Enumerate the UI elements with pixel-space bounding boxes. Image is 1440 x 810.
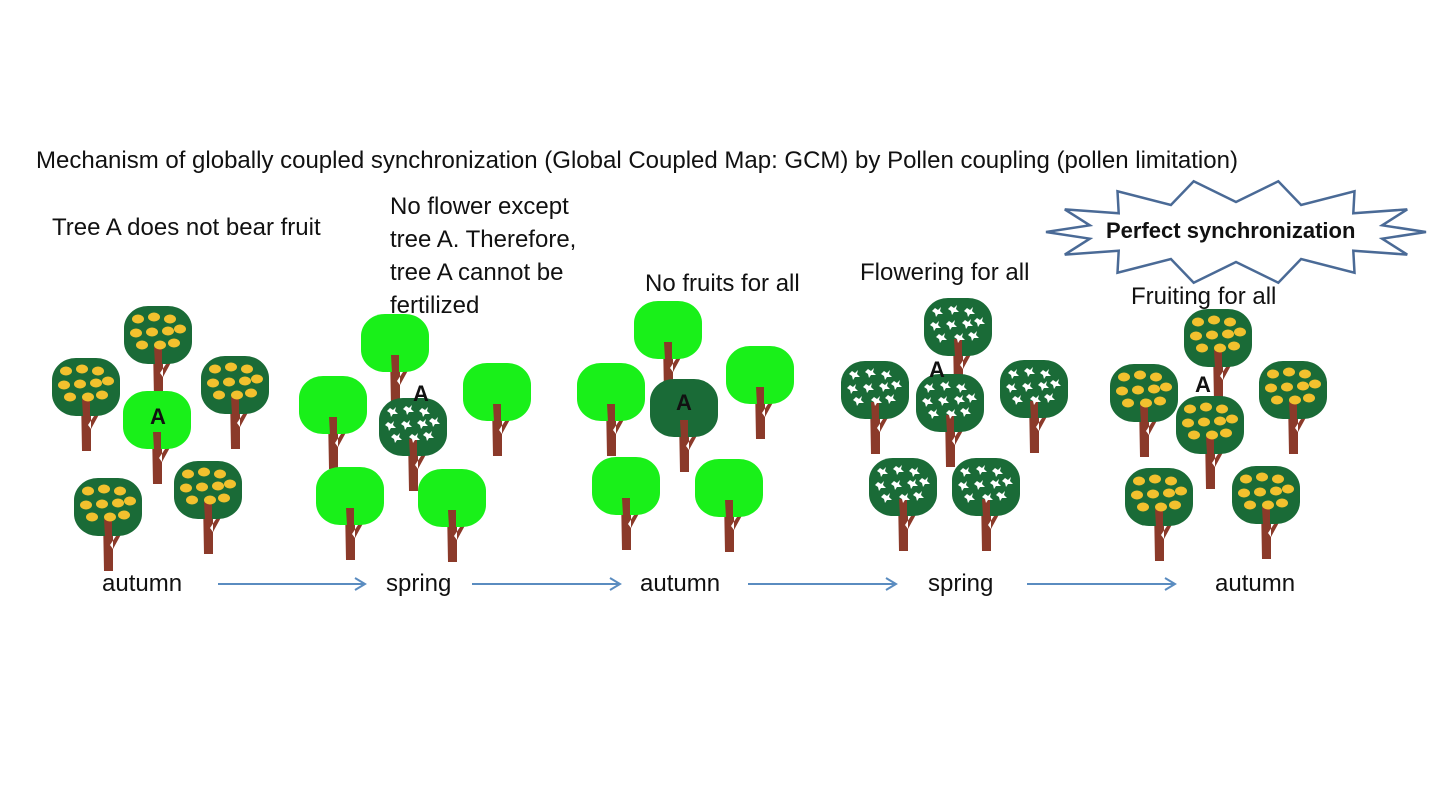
arrow-right-icon: [218, 577, 367, 591]
bare-tree-icon: A: [123, 391, 191, 484]
apple-tree-icon: [201, 356, 269, 449]
apple-tree-icon: [52, 358, 120, 451]
bare-tree-icon: [726, 346, 794, 439]
apple-tree-icon: [1184, 309, 1252, 402]
apple-tree-icon: A: [1176, 372, 1244, 489]
apple-tree-icon: [1259, 361, 1327, 454]
bare-tree-icon: [361, 314, 429, 407]
starburst-icon: [1045, 179, 1427, 285]
arrow-right-icon: [748, 577, 898, 591]
stage-1-caption: Tree A does not bear fruit: [52, 214, 321, 241]
highlight-label: Perfect synchronization: [1106, 218, 1356, 243]
stage-2-caption-line: fertilized: [390, 292, 480, 320]
apple-tree-icon: [1232, 466, 1300, 559]
flowering-tree-icon: [1000, 360, 1068, 453]
apple-tree-icon: [174, 461, 242, 554]
stage-2-caption-line: tree A. Therefore,: [390, 226, 577, 254]
tree-a-label: A: [929, 357, 945, 382]
bare-tree-icon: [299, 376, 367, 469]
stage-2-season: spring: [386, 570, 452, 597]
bare-tree-icon: [418, 469, 486, 562]
flowering-tree-icon: [841, 361, 909, 454]
bare-tree-icon: [592, 457, 660, 550]
flowering-tree-icon: A: [379, 381, 447, 491]
tree-a-label: A: [150, 404, 166, 429]
stage-2-caption: No flower except tree A. Therefore, tree…: [390, 190, 576, 322]
trees-layer: A A A A A: [52, 298, 1327, 571]
apple-tree-icon: [1125, 468, 1193, 561]
flowering-tree-icon: [869, 458, 937, 551]
stage-4-caption: Flowering for all: [860, 259, 1030, 286]
bare-tree-icon: [316, 467, 384, 560]
bare-tree-icon: [695, 459, 763, 552]
stage-4-season: spring: [928, 570, 994, 597]
tree-a-label: A: [1195, 372, 1211, 397]
bare-tree-icon: [577, 363, 645, 456]
stage-3-caption: No fruits for all: [645, 270, 800, 297]
stage-1-season: autumn: [102, 570, 183, 597]
apple-tree-icon: [124, 306, 192, 399]
apple-tree-icon: [1110, 364, 1178, 457]
flowering-tree-icon: [952, 458, 1020, 551]
flowering-tree-icon: A: [916, 357, 984, 467]
bare-tree-icon: [463, 363, 531, 456]
stage-5-caption: Fruiting for all: [1131, 283, 1277, 310]
stage-2-caption-line: tree A cannot be: [390, 259, 564, 287]
diagram-title: Mechanism of globally coupled synchroniz…: [36, 147, 1238, 174]
stage-5-season: autumn: [1215, 570, 1296, 597]
stage-3-season: autumn: [640, 570, 721, 597]
arrows-layer: [218, 577, 1177, 591]
bare-tree-icon: A: [650, 379, 718, 472]
tree-a-label: A: [413, 381, 429, 406]
stage-2-caption-line: No flower except: [390, 193, 569, 220]
arrow-right-icon: [1027, 577, 1177, 591]
arrow-right-icon: [472, 577, 622, 591]
tree-a-label: A: [676, 390, 692, 415]
apple-tree-icon: [74, 478, 142, 571]
